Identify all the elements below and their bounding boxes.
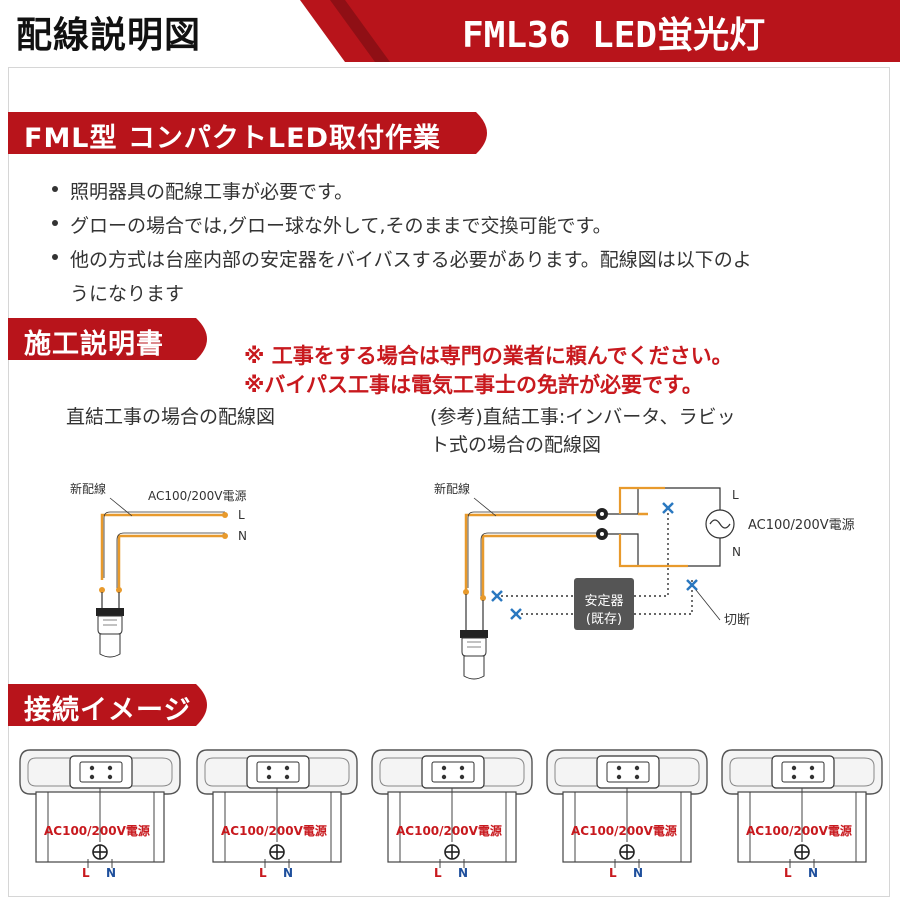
- right-diagram-caption: (参考)直結工事:インバータ、ラビッ: [430, 406, 736, 428]
- connection-panel: AC100/200V電源 L N: [18, 742, 183, 892]
- bypass-wiring-diagram: [460, 486, 735, 680]
- panel-neutral-label: N: [283, 866, 294, 880]
- power-label: AC100/200V電源: [148, 489, 247, 503]
- banner-shape: [8, 112, 487, 154]
- fixture-illustration: [371, 749, 533, 868]
- connection-panel: AC100/200V電源 L N: [195, 742, 360, 892]
- bullet-text: 照明器具の配線工事が必要です。: [70, 181, 354, 203]
- top-header: 配線説明図 FML36 LED蛍光灯: [0, 0, 900, 62]
- bullet-text: グローの場合では,グロー球な外して,そのままで交換可能です。: [70, 215, 612, 237]
- ballast-label: 安定器: [584, 594, 624, 609]
- power-label: AC100/200V電源: [748, 518, 855, 533]
- connection-panel: AC100/200V電源 L N: [545, 742, 710, 892]
- neutral-label: N: [732, 545, 741, 559]
- section-banner-connection: 接続イメージ: [8, 684, 218, 726]
- panel-power-label: AC100/200V電源: [746, 824, 852, 838]
- panel-power-label: AC100/200V電源: [44, 824, 150, 838]
- panel-line-label: L: [609, 866, 617, 880]
- panel-line-label: L: [259, 866, 267, 880]
- cut-label: 切断: [724, 613, 751, 628]
- fixture-illustration: [721, 749, 883, 868]
- header-background: [0, 0, 900, 62]
- section-banner-instructions: 施工説明書: [8, 318, 218, 360]
- panel-power-label: AC100/200V電源: [571, 824, 677, 838]
- panel-neutral-label: N: [106, 866, 117, 880]
- bullet-text: 他の方式は台座内部の安定器をバイバスする必要があります。配線図は以下のよ: [70, 249, 752, 271]
- fixture-illustration: [19, 749, 181, 868]
- product-title: FML36 LED蛍光灯: [462, 15, 766, 56]
- bullet-text-continued: うになります: [70, 283, 185, 305]
- panel-line-label: L: [82, 866, 90, 880]
- panel-line-label: L: [434, 866, 442, 880]
- neutral-label: N: [238, 529, 247, 543]
- direct-wiring-diagram: [96, 497, 228, 658]
- section-title-connection: 接続イメージ: [24, 695, 192, 726]
- connection-panel: AC100/200V電源 L N: [370, 742, 535, 892]
- line-label: L: [732, 488, 739, 502]
- section-title-install: FML型 コンパクトLED取付作業: [24, 123, 441, 154]
- warning-text: ※バイパス工事は電気工事士の免許が必要です。: [244, 373, 703, 397]
- panel-neutral-label: N: [633, 866, 644, 880]
- right-diagram-caption-cont: ト式の場合の配線図: [430, 434, 602, 456]
- panel-neutral-label: N: [808, 866, 819, 880]
- panel-power-label: AC100/200V電源: [396, 824, 502, 838]
- fixture-illustration: [546, 749, 708, 868]
- section-title-instructions: 施工説明書: [24, 329, 164, 360]
- left-diagram-caption: 直結工事の場合の配線図: [66, 406, 276, 428]
- new-wire-label: 新配線: [434, 482, 471, 496]
- banner-shape: [8, 318, 207, 360]
- panel-power-label: AC100/200V電源: [221, 824, 327, 838]
- new-wire-label: 新配線: [70, 482, 107, 496]
- section-banner-install: FML型 コンパクトLED取付作業: [8, 112, 498, 154]
- warning-text: ※ 工事をする場合は専門の業者に頼んでください。: [244, 344, 733, 368]
- bullet-dot: [52, 254, 58, 260]
- bullet-dot: [52, 220, 58, 226]
- connection-panel: AC100/200V電源 L N: [720, 742, 885, 892]
- content-frame: [8, 67, 890, 897]
- fixture-illustration: [196, 749, 358, 868]
- panel-neutral-label: N: [458, 866, 469, 880]
- panel-line-label: L: [784, 866, 792, 880]
- line-label: L: [238, 508, 245, 522]
- ballast-existing-label: (既存): [585, 612, 623, 627]
- page-title: 配線説明図: [16, 15, 202, 56]
- bullet-dot: [52, 186, 58, 192]
- banner-shape: [8, 684, 207, 726]
